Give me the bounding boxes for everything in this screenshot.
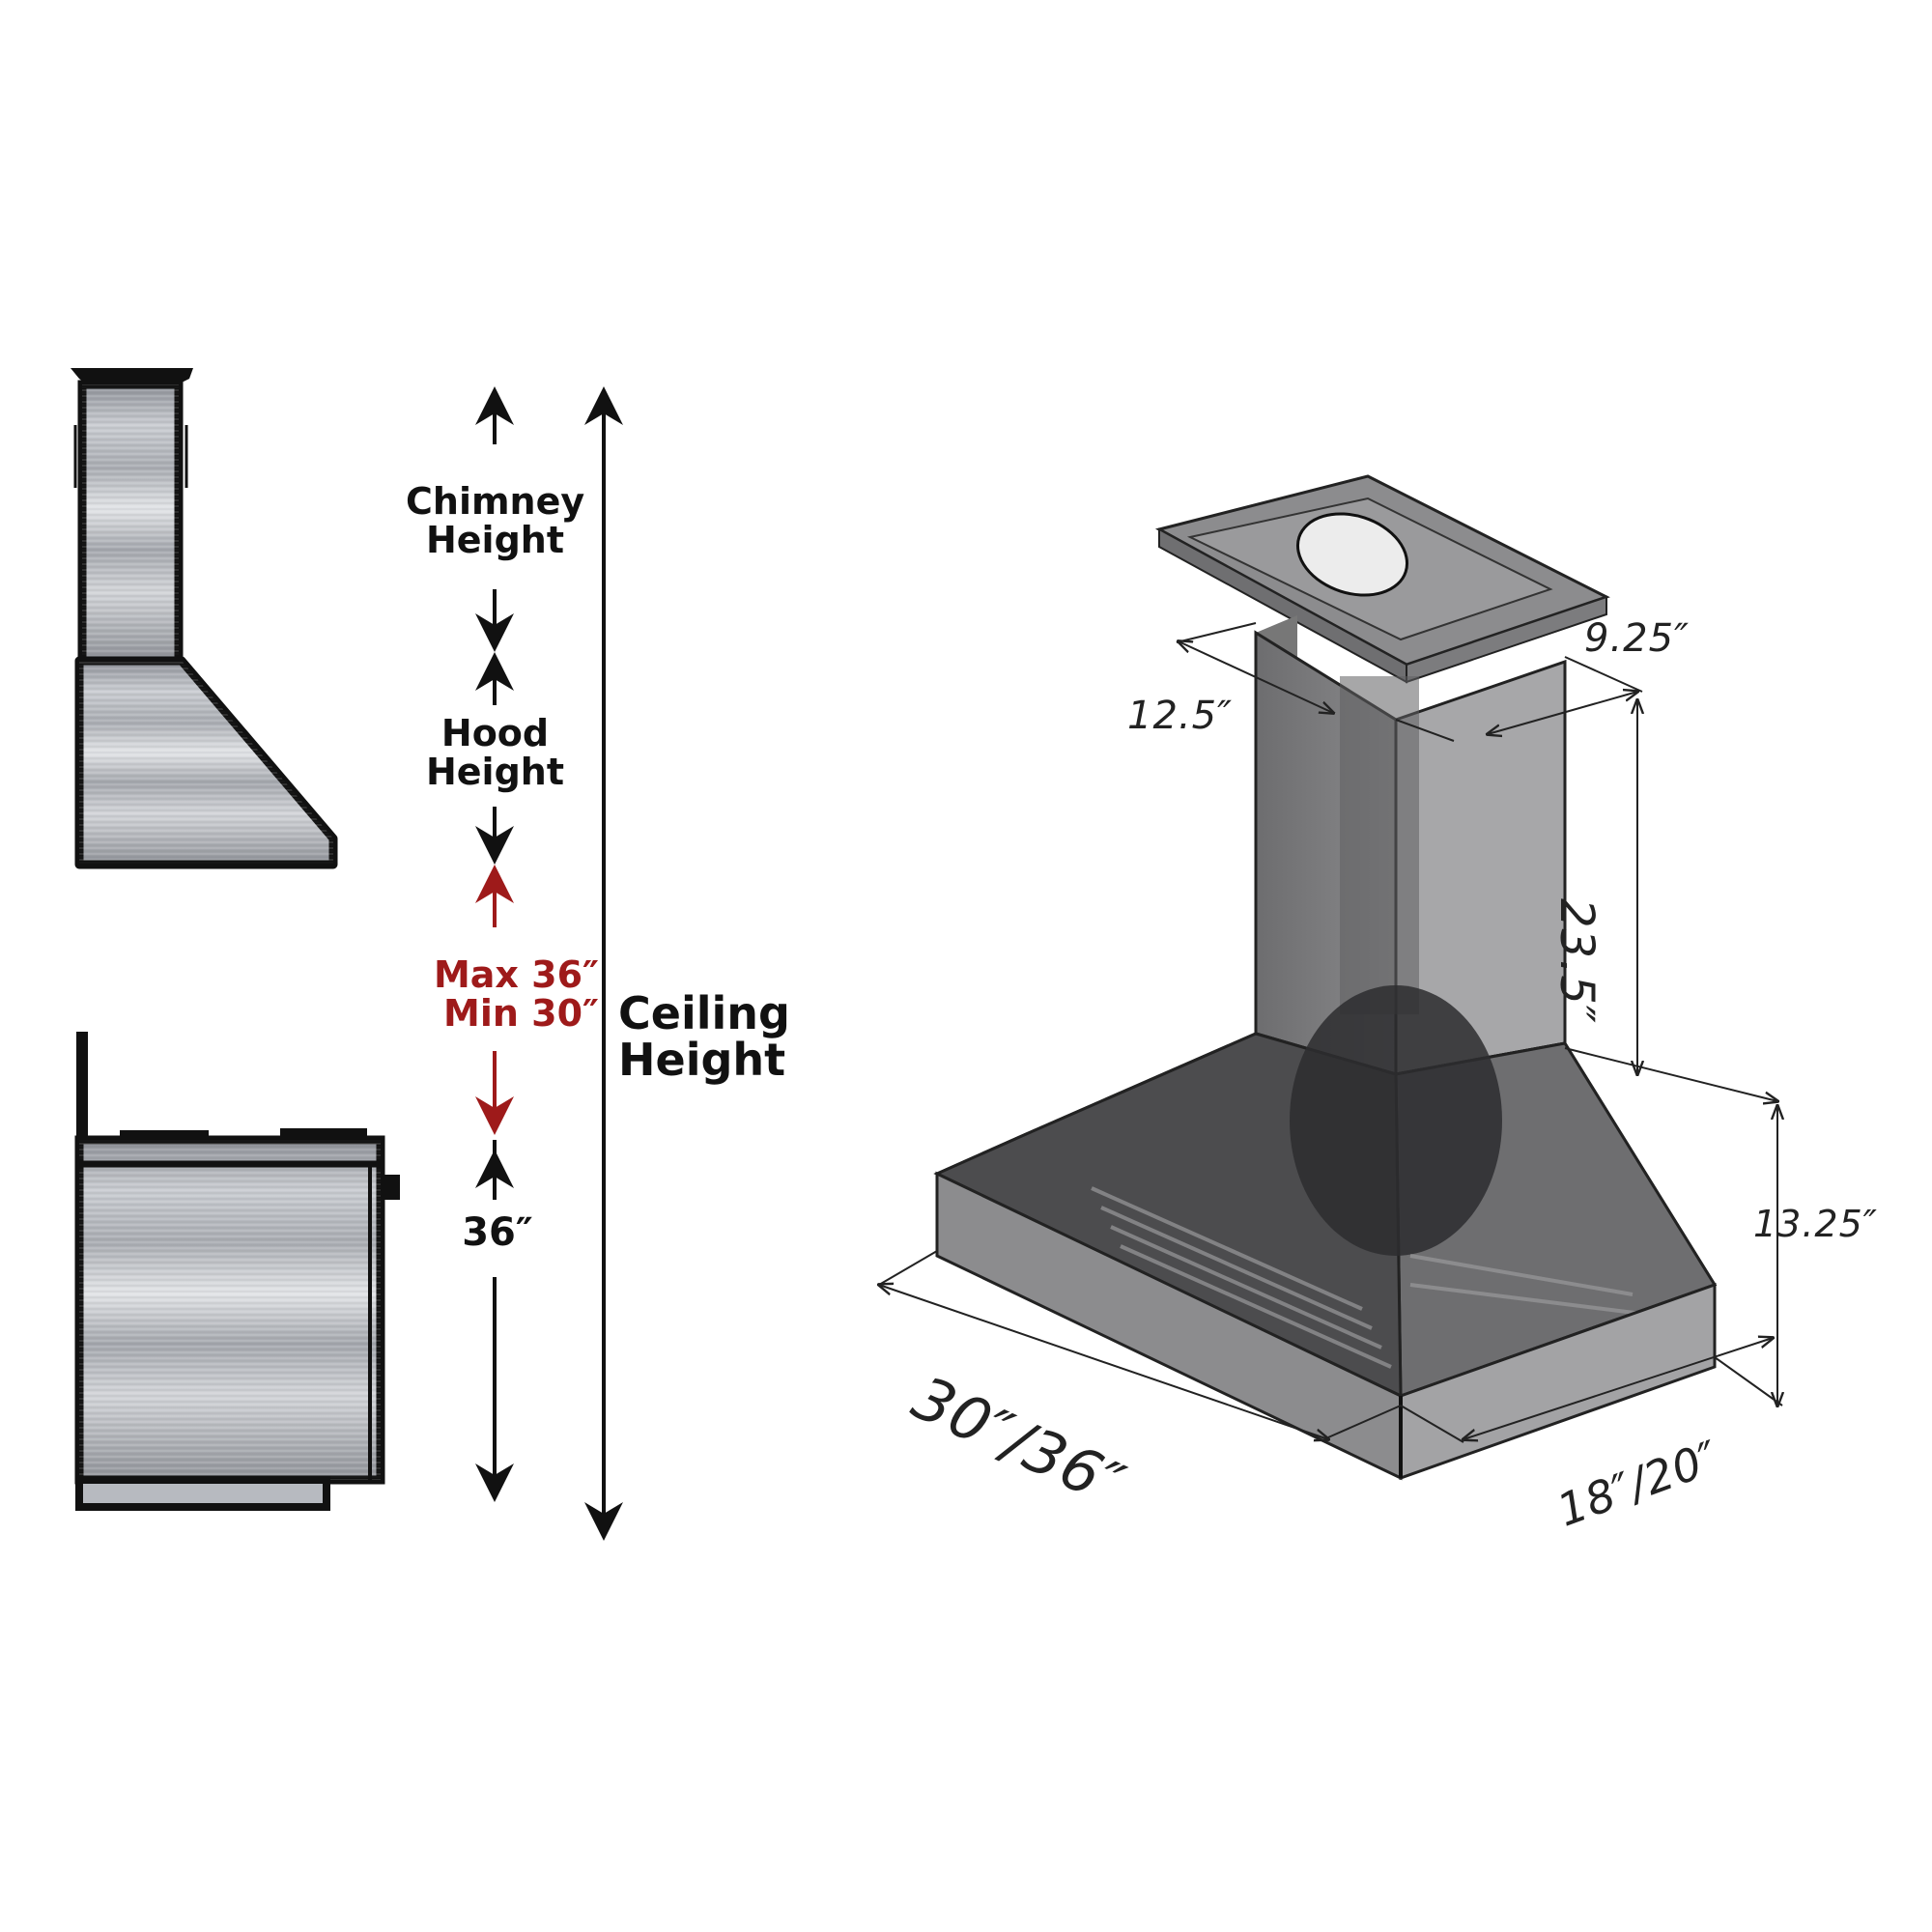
hood-height-label: Hood Height <box>406 712 584 793</box>
chimney-width-dim: 12.5″ <box>1127 694 1234 738</box>
chimney-height-line1: Chimney <box>406 480 585 523</box>
counter-height-label: 36″ <box>462 1210 533 1255</box>
chimney-height-label: Chimney Height <box>406 480 585 561</box>
ceiling-height-line1: Ceiling <box>618 987 790 1039</box>
side-view-hood <box>71 368 338 869</box>
chimney-height-dim: 23.5″ <box>1549 898 1604 1024</box>
chimney-depth-dim: 9.25″ <box>1584 616 1690 661</box>
ceiling-height-line2: Height <box>618 1034 786 1087</box>
clearance-min: Min 30″ <box>443 991 599 1035</box>
hood-height-dim: 13.25″ <box>1753 1203 1878 1245</box>
ceiling-height-label: Ceiling Height <box>618 990 797 1084</box>
hood-height-line2: Height <box>425 750 565 793</box>
dimension-lines <box>879 622 1782 1443</box>
chimney-height-line2: Height <box>425 518 565 561</box>
hood-height-line1: Hood <box>440 712 550 754</box>
clearance-max: Max 36″ <box>433 953 599 996</box>
side-view-range <box>74 1032 400 1511</box>
clearance-label: Max 36″ Min 30″ <box>406 953 599 1035</box>
